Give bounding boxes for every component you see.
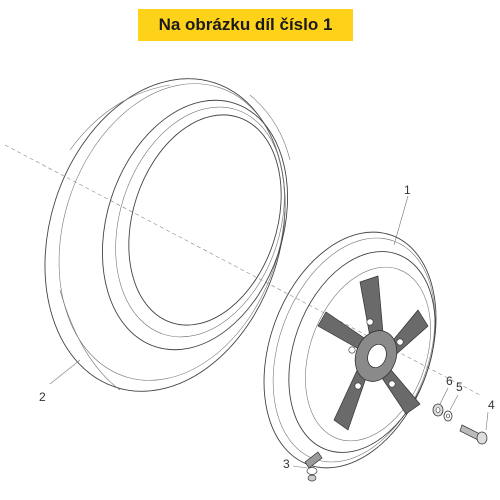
part-banner: Na obrázku díl číslo 1 — [138, 9, 353, 41]
callout-4: 4 — [488, 398, 495, 412]
callout-2: 2 — [39, 390, 46, 404]
bolt — [459, 424, 488, 445]
callout-5: 5 — [456, 380, 463, 394]
callout-1: 1 — [404, 183, 411, 197]
callout-6: 6 — [446, 374, 453, 388]
rim — [263, 231, 437, 469]
axis-line — [4, 144, 481, 396]
valve — [304, 451, 323, 482]
callout-3: 3 — [283, 457, 290, 471]
tyre — [44, 78, 291, 392]
